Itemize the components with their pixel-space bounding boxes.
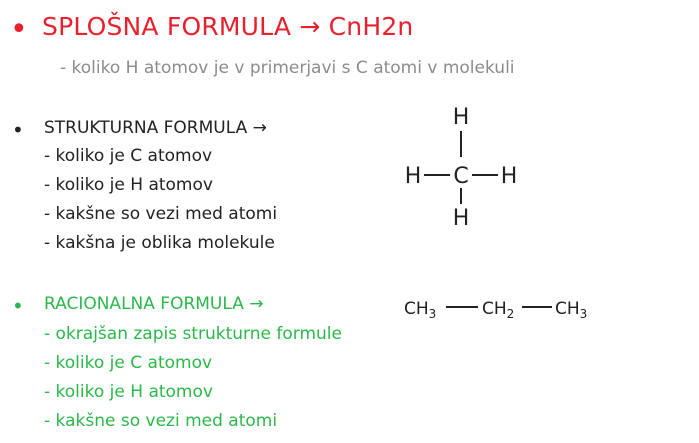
bullet-racionalna: • xyxy=(12,294,24,318)
atom-h-top: H xyxy=(453,105,470,130)
rational-group-1: CH3 xyxy=(404,299,436,321)
strukturna-line-1: - koliko je C atomov xyxy=(44,146,213,166)
rational-group-3: CH3 xyxy=(555,299,587,321)
racionalna-line-1: - okrajšan zapis strukturne formule xyxy=(44,324,342,344)
bullet-strukturna: • xyxy=(12,118,24,142)
atom-c-center: C xyxy=(453,164,468,189)
atom-h-left: H xyxy=(405,164,422,189)
title-racionalna-formula: RACIONALNA FORMULA → xyxy=(44,294,264,314)
strukturna-line-2: - koliko je H atomov xyxy=(44,175,213,195)
atom-h-bottom: H xyxy=(453,206,470,231)
atom-h-right: H xyxy=(501,164,518,189)
strukturna-line-3: - kakšne so vezi med atomi xyxy=(44,204,278,224)
racionalna-line-2: - koliko je C atomov xyxy=(44,353,213,373)
rational-group-2: CH2 xyxy=(482,299,514,321)
strukturna-line-4: - kakšna je oblika molekule xyxy=(44,233,275,253)
title-splosna-formula: SPLOŠNA FORMULA → CnH2n xyxy=(42,12,414,41)
title-strukturna-formula: STRUKTURNA FORMULA → xyxy=(44,118,267,138)
racionalna-line-4: - kakšne so vezi med atomi xyxy=(44,411,278,431)
racionalna-line-3: - koliko je H atomov xyxy=(44,382,213,402)
bullet-splosna: • xyxy=(10,12,28,47)
subtitle-splosna: - koliko H atomov je v primerjavi s C at… xyxy=(60,58,515,78)
